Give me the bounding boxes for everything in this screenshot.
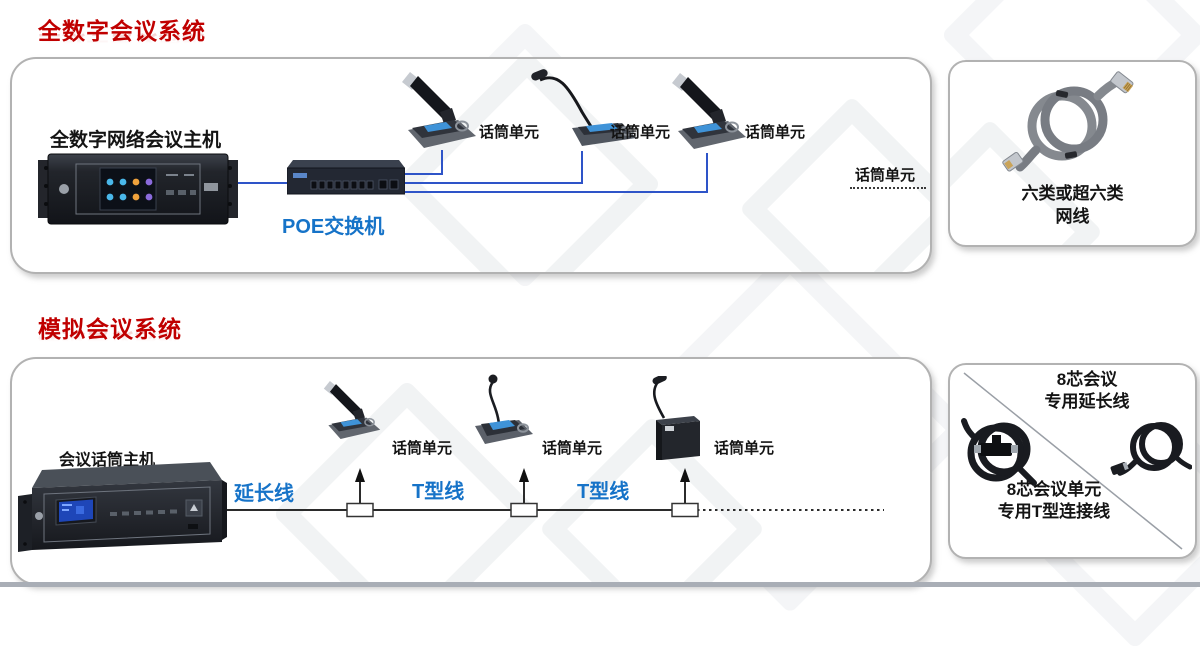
mic-unit-label: 话筒单元 [479, 124, 540, 141]
analog-system-title: 模拟会议系统 [38, 316, 182, 342]
t-line-label-1: T型线 [412, 481, 465, 503]
analog-mic-unit-3 [652, 376, 700, 460]
t-cable-label-line1: 8芯会议单元 [1006, 480, 1102, 499]
8core-cable-panel: 8芯会议 专用延长线 8芯会议单元 专用T型连接线 [948, 363, 1197, 559]
analog-host-device [18, 462, 227, 552]
poe-switch-label: POE交换机 [282, 216, 385, 238]
digital-mic-unit-3 [672, 73, 746, 149]
analog-host-label: 会议话筒主机 [59, 452, 156, 469]
digital-host-label: 全数字网络会议主机 [50, 130, 222, 151]
more-mic-units-label: 话筒单元 [855, 167, 916, 184]
extension-cable-image [1110, 422, 1192, 476]
t-cable-label-line2: 专用T型连接线 [997, 502, 1111, 521]
analog-mic-unit-2 [475, 374, 533, 444]
mic-unit-label: 话筒单元 [392, 440, 453, 457]
network-cable-image [1002, 71, 1134, 172]
t-cable-image [961, 418, 1037, 486]
extension-line-label: 延长线 [234, 483, 294, 505]
bottom-divider-strip [0, 582, 1200, 587]
cat6-cable-label-line1: 六类或超六类 [1021, 184, 1124, 203]
t-line-label-2: T型线 [577, 481, 630, 503]
poe-switch-device [287, 160, 405, 195]
digital-system-panel: 全数字网络会议主机 POE交换机 [10, 57, 932, 274]
extension-cable-label-line1: 8芯会议 [1056, 370, 1118, 389]
mic-unit-label: 话筒单元 [542, 440, 603, 457]
digital-mic-unit-1 [402, 72, 476, 148]
digital-host-device [38, 153, 238, 225]
analog-mic-unit-1 [323, 381, 381, 439]
analog-system-panel: 会议话筒主机 话筒单元 [10, 357, 932, 585]
mic-unit-label: 话筒单元 [610, 124, 671, 141]
digital-mic-unit-2 [531, 69, 636, 146]
cat6-cable-panel: 六类或超六类 网线 [948, 60, 1197, 247]
digital-system-title: 全数字会议系统 [38, 18, 206, 44]
more-units-dotted-line [850, 187, 926, 189]
cat6-cable-label-line2: 网线 [1055, 207, 1090, 226]
mic-unit-label: 话筒单元 [745, 124, 806, 141]
extension-cable-label-line2: 专用延长线 [1044, 392, 1130, 411]
mic-unit-label: 话筒单元 [714, 440, 775, 457]
